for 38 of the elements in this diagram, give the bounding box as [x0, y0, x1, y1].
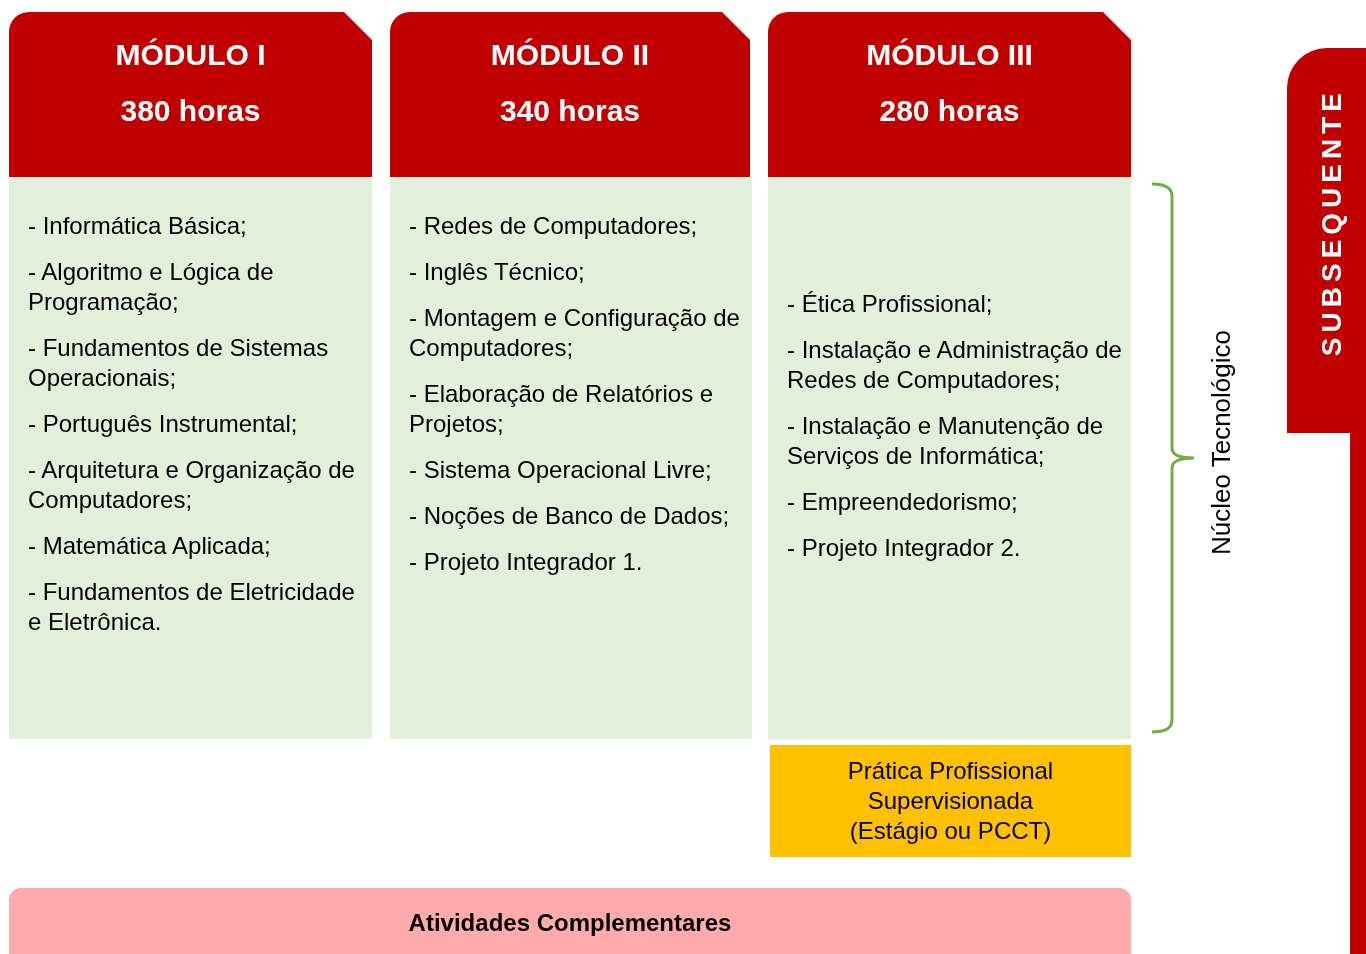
subject-item: - Montagem e Configuração de Computadores; — [409, 303, 741, 363]
subject-item: - Sistema Operacional Livre; — [409, 455, 713, 485]
group-label: Núcleo Tecnológico — [1206, 330, 1237, 555]
subject-item: - Português Instrumental; — [28, 409, 299, 439]
hours-label: 340 horas — [499, 94, 641, 128]
hours-label: 280 horas — [879, 94, 1020, 128]
module-header — [390, 12, 750, 177]
subject-item: - Projeto Integrador 1. — [409, 547, 644, 577]
module-panel — [768, 177, 1131, 739]
subject-item: - Fundamentos de Eletricidade e Eletrônica. — [28, 577, 356, 637]
subject-item: - Algoritmo e Lógica de Programação; — [28, 257, 275, 317]
subject-item: - Informática Básica; — [28, 211, 248, 241]
subject-item: - Fundamentos de Sistemas Operacionais; — [28, 333, 330, 393]
side-tab — [1287, 48, 1366, 433]
subject-item: - Inglês Técnico; — [409, 257, 586, 287]
module-title: MÓDULO II — [490, 38, 650, 72]
module-panel — [9, 177, 372, 739]
subject-item: - Instalação e Manutenção de Serviços de Informática; — [787, 411, 1105, 471]
tab-text: SUBSEQUENTE — [1316, 88, 1348, 357]
subject-item: - Empreendedorismo; — [787, 487, 1019, 517]
subject-item: - Ética Profissional; — [787, 289, 994, 319]
practice-text: Prática Profissional Supervisionada (Estágio ou PCCT) — [846, 756, 1055, 846]
subject-item: - Instalação e Administração de Redes de Computadores; — [787, 335, 1123, 395]
module-title: MÓDULO III — [866, 38, 1033, 72]
hours-label: 380 horas — [120, 94, 261, 128]
module-header — [9, 12, 372, 177]
subject-item: - Elaboração de Relatórios e Projetos; — [409, 379, 715, 439]
module-title: MÓDULO I — [115, 38, 266, 72]
subject-item: - Noções de Banco de Dados; — [409, 501, 731, 531]
module-panel — [390, 177, 752, 739]
activities-bar — [9, 888, 1131, 954]
module-header — [768, 12, 1131, 177]
subject-item: - Redes de Computadores; — [409, 211, 699, 241]
practice-box — [770, 745, 1131, 857]
subject-item: - Projeto Integrador 2. — [787, 533, 1022, 563]
subject-item: - Matemática Aplicada; — [28, 531, 272, 561]
activities-text: Atividades Complementares — [408, 909, 732, 937]
subject-item: - Arquitetura e Organização de Computadores; — [28, 455, 356, 515]
